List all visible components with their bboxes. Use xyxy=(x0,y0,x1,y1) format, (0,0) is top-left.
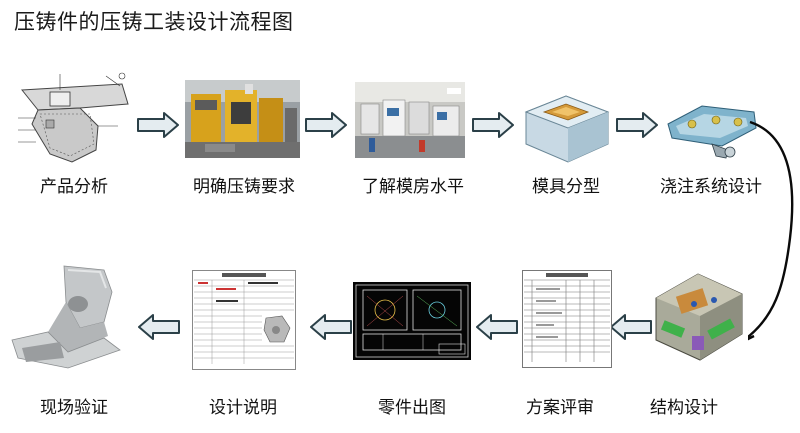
flow-arrow-left xyxy=(138,314,180,340)
flow-arrow-left xyxy=(476,314,518,340)
cad-drawing-image xyxy=(353,282,471,360)
step-label-mold-parting: 模具分型 xyxy=(532,177,600,197)
die-casting-machine-image xyxy=(185,80,300,158)
flow-arrow-right xyxy=(472,112,514,138)
flow-arrow-right xyxy=(616,112,658,138)
step-label-mold-shop-level: 了解模房水平 xyxy=(362,177,464,197)
gating-system-image xyxy=(662,94,762,164)
product-drawing-image xyxy=(10,64,135,164)
page-title: 压铸件的压铸工装设计流程图 xyxy=(14,10,294,34)
flow-arrow-right xyxy=(305,112,347,138)
parting-model-image xyxy=(522,82,610,164)
flow-arrow-left xyxy=(610,314,652,340)
design-spec-sheet-image xyxy=(192,270,296,370)
flow-arrow-left xyxy=(310,314,352,340)
step-label-design-notes: 设计说明 xyxy=(209,398,277,418)
mold-structure-image xyxy=(648,264,748,368)
step-label-product-analysis: 产品分析 xyxy=(40,177,108,197)
flow-arrow-right xyxy=(137,112,179,138)
step-label-structure-design: 结构设计 xyxy=(650,398,718,418)
step-label-onsite-validation: 现场验证 xyxy=(40,398,108,418)
step-label-part-drawings: 零件出图 xyxy=(378,398,446,418)
mold-workshop-image xyxy=(355,82,465,158)
step-label-plan-review: 方案评审 xyxy=(526,398,594,418)
step-label-gating-system-design: 浇注系统设计 xyxy=(660,177,762,197)
review-form-image xyxy=(522,270,612,368)
cast-part-image xyxy=(8,262,132,374)
step-label-casting-requirements: 明确压铸要求 xyxy=(193,177,295,197)
